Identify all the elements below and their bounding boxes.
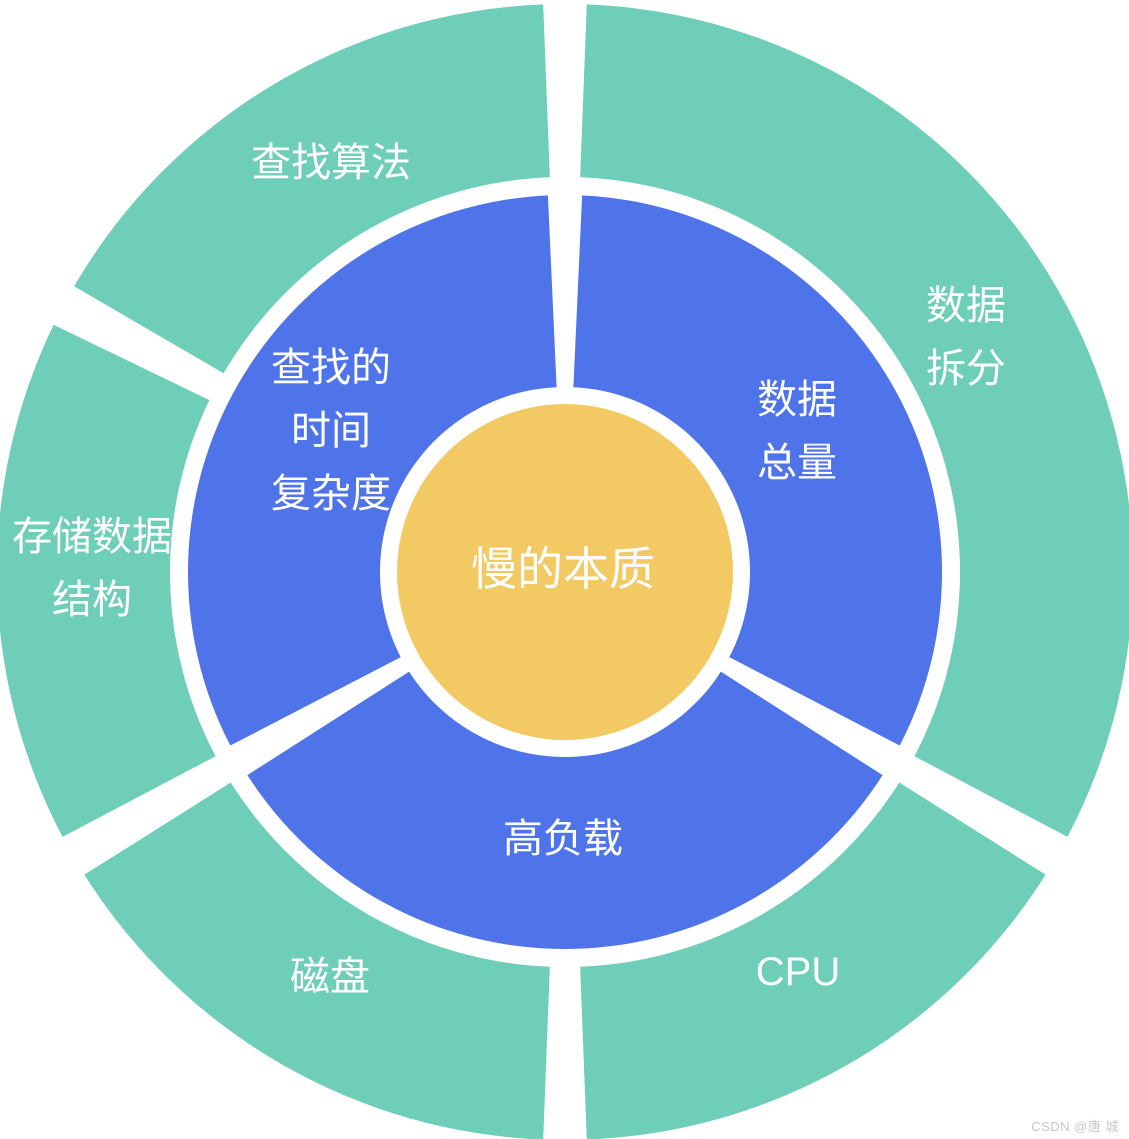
segment-data-splitting-label-line: 数据 [926, 284, 1006, 328]
center-node-essence-of-slow [397, 404, 733, 740]
segment-storage-data-structure-label-line: 存储数据 [12, 515, 172, 559]
segment-cpu [580, 782, 1046, 1139]
segment-storage-data-structure-label-line: 结构 [52, 578, 132, 622]
segment-disk-label-line: 磁盘 [290, 955, 370, 999]
segment-data-total-volume [573, 195, 943, 746]
segment-data-splitting-label-line: 拆分 [926, 347, 1006, 391]
segment-data-total-volume-label-line: 总量 [757, 441, 837, 485]
segment-high-load [247, 671, 883, 949]
segment-disk-label: 磁盘 [290, 955, 370, 999]
segment-lookup-algorithm [74, 4, 550, 374]
segment-lookup-algorithm-label-line: 查找算法 [251, 141, 411, 185]
center-node-label: 慢的本质 [471, 543, 655, 595]
segment-lookup-time-complexity [187, 195, 557, 746]
segment-storage-data-structure-label: 存储数据结构 [12, 515, 172, 622]
segment-storage-data-structure [0, 324, 216, 837]
segment-cpu-label: CPU [756, 950, 840, 994]
segment-lookup-time-complexity-label-line: 查找的 [271, 346, 391, 390]
segment-data-total-volume-label-line: 数据 [757, 378, 837, 422]
segment-data-splitting [580, 4, 1129, 837]
segment-lookup-time-complexity-label-line: 时间 [291, 409, 371, 453]
segment-lookup-time-complexity-label-line: 复杂度 [271, 472, 391, 516]
segment-high-load-label: 高负载 [503, 817, 623, 861]
segment-lookup-algorithm-label: 查找算法 [251, 141, 411, 185]
watermark: CSDN @唐 城 [1031, 1119, 1119, 1134]
segment-disk [84, 782, 550, 1139]
segment-data-splitting-label: 数据拆分 [926, 284, 1006, 391]
segment-cpu-label-line: CPU [756, 950, 840, 994]
segment-high-load-label-line: 高负载 [503, 817, 623, 861]
segment-data-total-volume-label: 数据总量 [757, 378, 837, 485]
segment-lookup-time-complexity-label: 查找的时间复杂度 [271, 346, 391, 516]
